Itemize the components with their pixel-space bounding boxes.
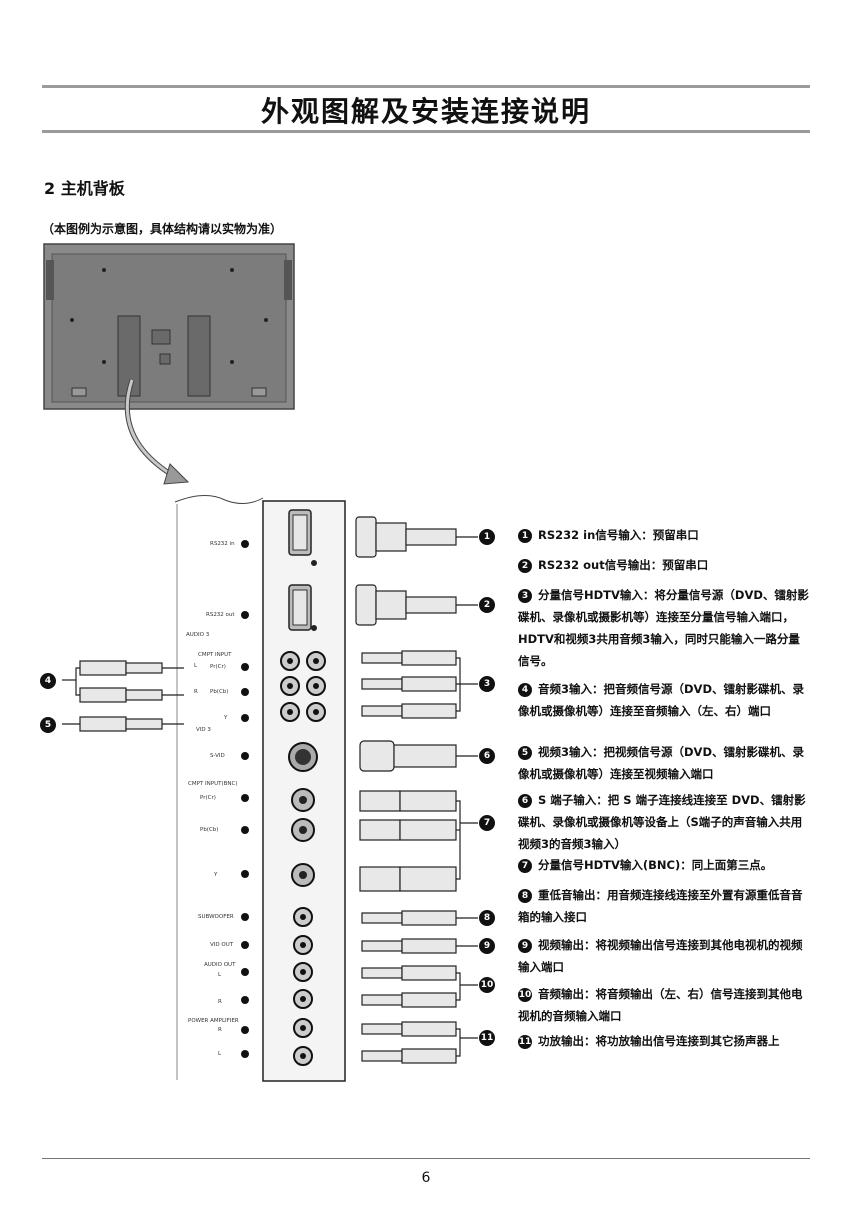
label-pb-bnc: Pb(Cb) (200, 827, 219, 833)
callout-6: 6 (479, 748, 495, 764)
label-r: R (194, 689, 198, 695)
desc-text-3: 分量信号HDTV输入：将分量信号源（DVD、镭射影碟机、录像机或摄影机等）连接至… (518, 588, 809, 668)
desc-2: 2 RS232 out信号输出：预留串口 (518, 554, 810, 576)
desc-text-5: 视频3输入：把视频信号源（DVD、镭射影碟机、录像机或摄像机等）连接至视频输入端… (518, 745, 804, 781)
desc-num-3: 3 (518, 589, 532, 603)
callout-8: 8 (479, 910, 495, 926)
callout-1: 1 (479, 529, 495, 545)
label-y-bnc: Y (214, 872, 218, 878)
label-audioout-l: L (218, 972, 222, 978)
page-title: 外观图解及安装连接说明 (260, 95, 591, 128)
callout-7: 7 (479, 815, 495, 831)
label-poweramp-l: L (218, 1051, 222, 1057)
desc-num-7: 7 (518, 859, 532, 873)
callout-2: 2 (479, 597, 495, 613)
label-rs232out: RS232 out (206, 612, 235, 618)
illustration-note: （本图例为示意图，具体结构请以实物为准） (42, 222, 283, 236)
label-audioout: AUDIO OUT (204, 962, 236, 968)
page-number: 6 (421, 1170, 431, 1186)
label-vid3: VID 3 (196, 727, 211, 733)
label-subwoofer: SUBWOOFER (198, 914, 234, 920)
desc-num-8: 8 (518, 889, 532, 903)
label-vidout: VID OUT (210, 942, 234, 948)
desc-text-7: 分量信号HDTV输入(BNC)：同上面第三点。 (538, 858, 773, 872)
desc-text-1: RS232 in信号输入：预留串口 (538, 528, 699, 542)
callout-11: 11 (479, 1030, 495, 1046)
desc-num-6: 6 (518, 794, 532, 808)
top-rule (42, 85, 810, 88)
desc-text-6: S 端子输入：把 S 端子连接线连接至 DVD、镭射影碟机、录像机或摄像机等设备… (518, 793, 806, 851)
panel-dots (241, 540, 249, 1058)
desc-num-4: 4 (518, 683, 532, 697)
desc-num-2: 2 (518, 559, 532, 573)
desc-text-2: RS232 out信号输出：预留串口 (538, 558, 709, 572)
desc-text-11: 功放输出：将功放输出信号连接到其它扬声器上 (538, 1034, 780, 1048)
label-poweramp: POWER AMPLIFIER (188, 1018, 239, 1024)
label-audioout-r: R (218, 999, 222, 1005)
desc-num-10: 10 (518, 988, 532, 1002)
desc-text-10: 音频输出：将音频输出（左、右）信号连接到其他电视机的音频输入端口 (518, 987, 803, 1023)
desc-text-8: 重低音输出：用音频连接线连接至外置有源重低音音箱的输入接口 (518, 888, 803, 924)
section-title: 2 主机背板 (44, 179, 125, 198)
label-pr: Pr(Cr) (210, 664, 226, 670)
desc-11: 11 功放输出：将功放输出信号连接到其它扬声器上 (518, 1030, 810, 1052)
desc-7: 7 分量信号HDTV输入(BNC)：同上面第三点。 (518, 854, 810, 876)
desc-num-1: 1 (518, 529, 532, 543)
cables-left (62, 660, 184, 732)
label-pb: Pb(Cb) (210, 689, 229, 695)
label-rs232in: RS232 in (210, 541, 235, 547)
label-cmpt-input: CMPT INPUT (198, 652, 232, 658)
desc-num-5: 5 (518, 746, 532, 760)
label-pr-bnc: Pr(Cr) (200, 795, 216, 801)
callout-3: 3 (479, 676, 495, 692)
label-poweramp-r: R (218, 1027, 222, 1033)
tv-back-illustration (43, 243, 295, 485)
label-y: Y (224, 715, 228, 721)
desc-text-9: 视频输出：将视频输出信号连接到其他电视机的视频输入端口 (518, 938, 803, 974)
callout-5: 5 (40, 717, 56, 733)
desc-num-11: 11 (518, 1035, 532, 1049)
callout-9: 9 (479, 938, 495, 954)
desc-text-4: 音频3输入：把音频信号源（DVD、镭射影碟机、录像机或摄像机等）连接至音频输入（… (518, 682, 804, 718)
title-underline (42, 130, 810, 133)
connector-strip (262, 500, 346, 1082)
label-audio3: AUDIO 3 (186, 632, 210, 638)
cables-right (355, 516, 478, 1064)
label-cmpt-bnc: CMPT INPUT(BNC) (188, 781, 238, 787)
desc-1: 1 RS232 in信号输入：预留串口 (518, 524, 810, 546)
desc-num-9: 9 (518, 939, 532, 953)
footer-rule (42, 1158, 810, 1159)
label-l: L (194, 663, 198, 669)
callout-4: 4 (40, 673, 56, 689)
callout-10: 10 (479, 977, 495, 993)
label-svid: S-VID (210, 753, 225, 759)
